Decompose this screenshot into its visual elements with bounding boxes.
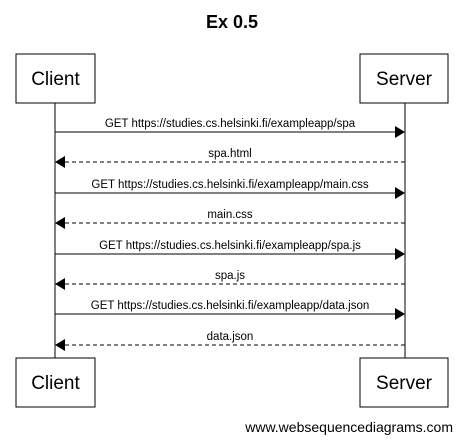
arrowhead-icon xyxy=(395,248,405,260)
message-label: spa.js xyxy=(215,270,245,282)
message-7: GET https://studies.cs.helsinki.fi/examp… xyxy=(55,300,405,320)
arrowhead-icon xyxy=(395,308,405,320)
message-5: GET https://studies.cs.helsinki.fi/examp… xyxy=(55,240,405,260)
message-label: data.json xyxy=(207,331,254,343)
arrowhead-icon xyxy=(395,187,405,199)
arrowhead-icon xyxy=(55,339,65,351)
arrowhead-icon xyxy=(55,156,65,168)
actor-client-top: Client xyxy=(15,53,96,104)
actor-server-bottom: Server xyxy=(359,357,449,408)
arrowhead-icon xyxy=(55,278,65,290)
actor-server-label: Server xyxy=(376,69,433,90)
actor-server-label: Server xyxy=(376,373,433,394)
actor-client-label: Client xyxy=(31,373,80,394)
message-label: GET https://studies.cs.helsinki.fi/examp… xyxy=(105,118,356,130)
credit-link[interactable]: www.websequencediagrams.com xyxy=(244,419,453,435)
message-2: spa.html xyxy=(55,148,405,168)
message-6: spa.js xyxy=(55,270,405,290)
message-label: GET https://studies.cs.helsinki.fi/examp… xyxy=(99,240,361,252)
message-label: GET https://studies.cs.helsinki.fi/examp… xyxy=(91,300,370,312)
message-label: GET https://studies.cs.helsinki.fi/examp… xyxy=(91,179,368,191)
messages: GET https://studies.cs.helsinki.fi/examp… xyxy=(55,118,405,351)
message-8: data.json xyxy=(55,331,405,351)
message-4: main.css xyxy=(55,209,405,229)
arrowhead-icon xyxy=(55,217,65,229)
actor-client-label: Client xyxy=(31,69,80,90)
message-3: GET https://studies.cs.helsinki.fi/examp… xyxy=(55,179,405,199)
message-1: GET https://studies.cs.helsinki.fi/examp… xyxy=(55,118,405,138)
message-label: main.css xyxy=(207,209,253,221)
actor-client-bottom: Client xyxy=(15,357,96,408)
message-label: spa.html xyxy=(208,148,251,160)
diagram-title: Ex 0.5 xyxy=(206,12,258,32)
actor-server-top: Server xyxy=(359,53,449,104)
arrowhead-icon xyxy=(395,126,405,138)
